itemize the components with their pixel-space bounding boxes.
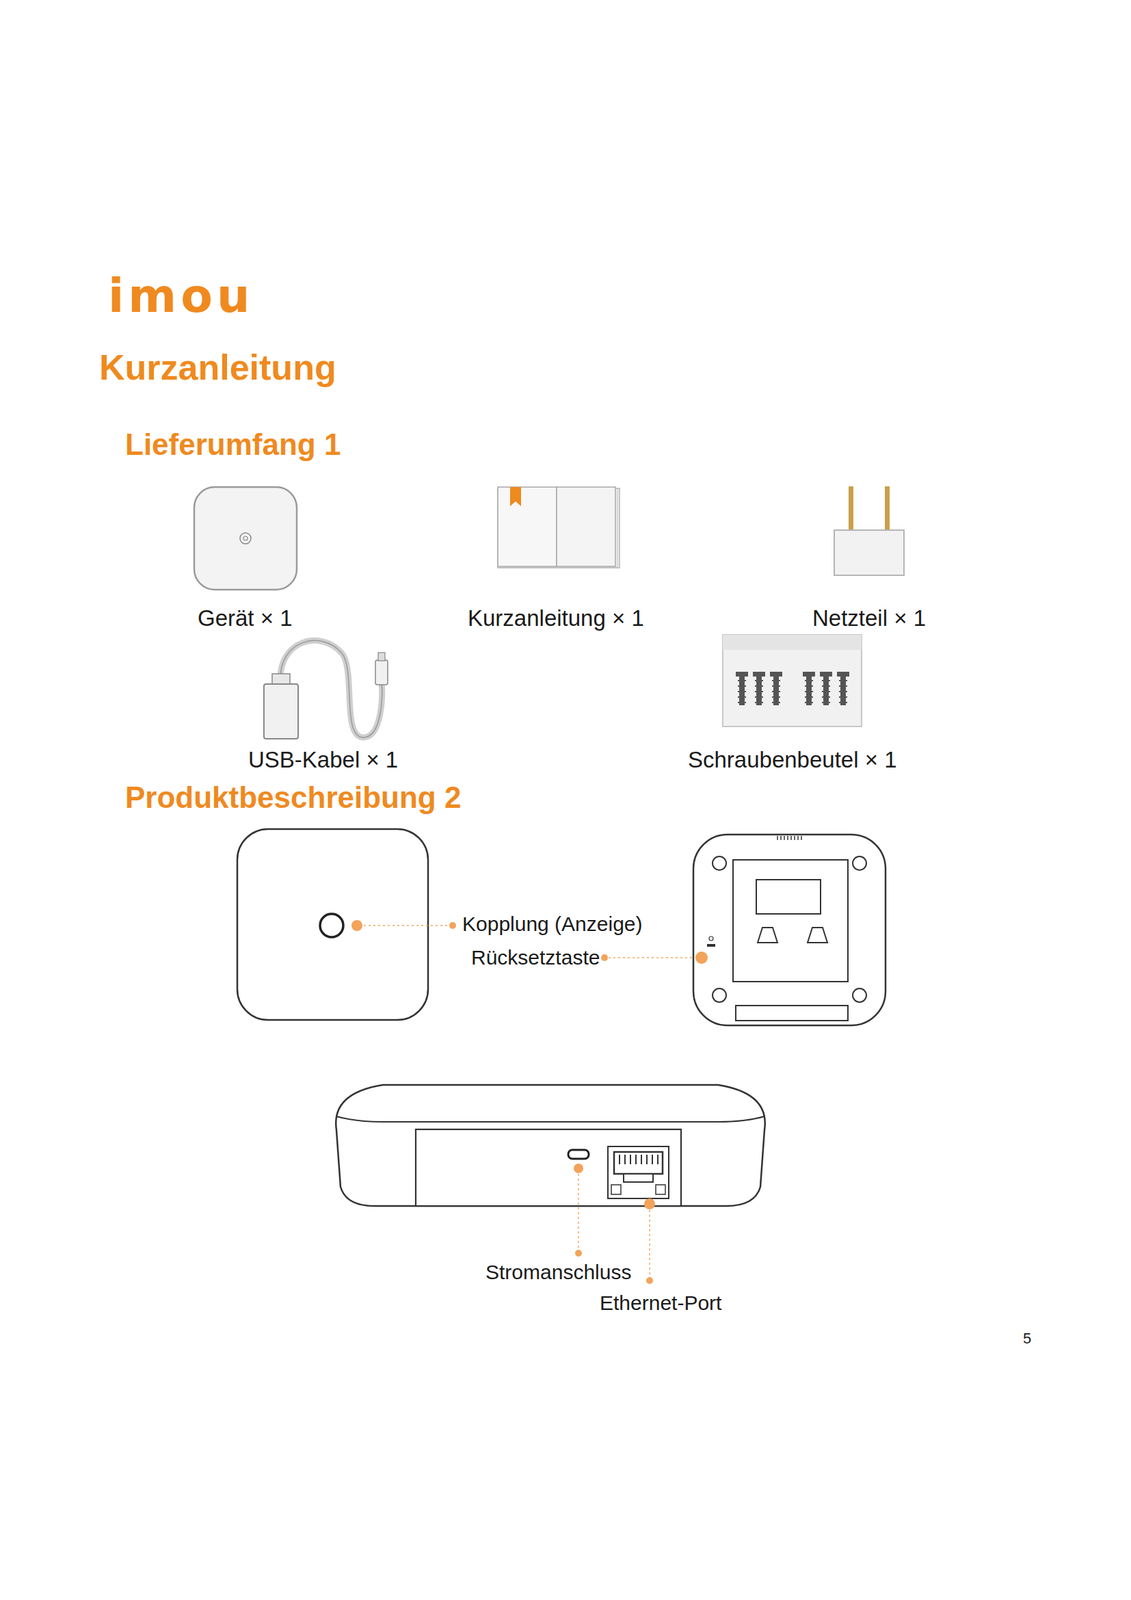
item-caption: USB-Kabel × 1 [248, 746, 398, 773]
item-caption: Schraubenbeutel × 1 [687, 746, 898, 773]
part-label: Rücksetztaste [471, 945, 600, 970]
part-label: Stromanschluss [485, 1260, 632, 1285]
device-icon [194, 486, 297, 590]
screw-bag-icon [722, 634, 862, 727]
section-heading: Lieferumfang 1 [125, 427, 341, 463]
page-title: Kurzanleitung [99, 347, 337, 389]
part-label: Ethernet-Port [599, 1291, 722, 1315]
device-back-view [601, 834, 886, 1026]
page-number: 5 [1022, 1329, 1032, 1347]
power-adapter-icon [834, 486, 904, 576]
usb-cable-icon [263, 640, 388, 739]
brand-logo: imou [108, 269, 254, 323]
manual-icon [497, 486, 620, 568]
part-label: Kopplung (Anzeige) [462, 912, 643, 937]
device-side-view [335, 1084, 766, 1284]
item-caption: Netzteil × 1 [812, 605, 926, 632]
section-heading: Produktbeschreibung 2 [125, 780, 461, 816]
item-caption: Kurzanleitung × 1 [467, 605, 645, 632]
device-top-view [237, 828, 457, 1020]
item-caption: Gerät × 1 [197, 605, 293, 632]
